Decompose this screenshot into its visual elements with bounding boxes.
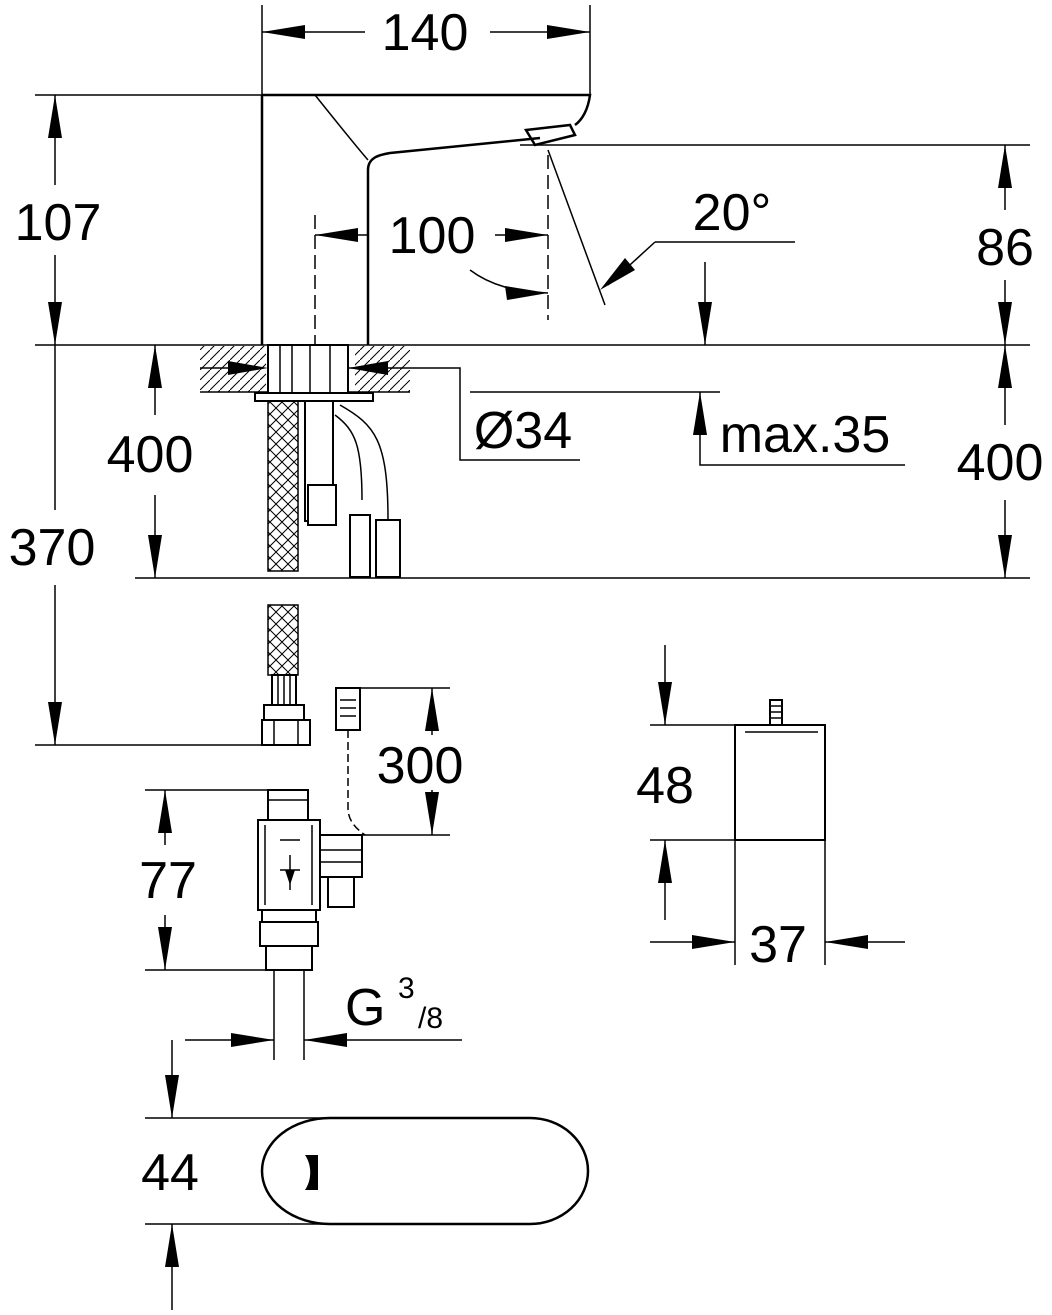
dimension-300-label: 300	[377, 737, 464, 795]
dimension-370: 370	[9, 345, 262, 746]
base-plate-top-view: 44	[141, 1040, 590, 1310]
dimension-400-left-label: 400	[107, 426, 194, 484]
dimension-diameter-label: Ø34	[474, 402, 572, 460]
dimension-86: 86	[548, 144, 1034, 345]
dimension-thread-g: G	[345, 979, 385, 1037]
dimension-300: 300	[335, 687, 464, 836]
dimension-angle: 20°	[469, 184, 795, 300]
dimension-400-right-label: 400	[957, 434, 1044, 492]
dimension-max35-label: max.35	[720, 406, 891, 464]
dimension-37-label: 37	[749, 916, 807, 974]
dimension-angle-label: 20°	[693, 184, 772, 242]
mounting-assembly	[254, 344, 401, 578]
dimension-107: 107	[15, 94, 262, 345]
dimension-thread: G 3 /8	[185, 972, 462, 1047]
dimension-48-label: 48	[636, 757, 694, 815]
control-box: 48 37	[636, 645, 905, 974]
dimension-thread-denominator: /8	[418, 1002, 443, 1035]
dimension-140: 140	[261, 4, 591, 95]
dimension-100: 100	[315, 207, 548, 265]
dimension-86-label: 86	[976, 219, 1034, 277]
dimension-77: 77	[139, 789, 268, 971]
dimension-thread-numerator: 3	[398, 972, 415, 1005]
dimension-max35: max.35	[470, 391, 905, 466]
dimension-100-label: 100	[389, 207, 476, 265]
dimension-400-left: 400	[107, 345, 1030, 579]
dimension-107-label: 107	[15, 194, 102, 252]
hose-end	[261, 604, 311, 746]
dimension-370-label: 370	[9, 519, 96, 577]
dimension-77-label: 77	[139, 852, 197, 910]
solenoid-valve	[257, 789, 363, 1060]
countertop: Ø34	[35, 344, 1030, 461]
dimension-140-label: 140	[382, 4, 469, 62]
dimension-44-label: 44	[141, 1144, 199, 1202]
dimension-400-right: 400	[957, 345, 1044, 578]
faucet-body	[260, 93, 606, 345]
